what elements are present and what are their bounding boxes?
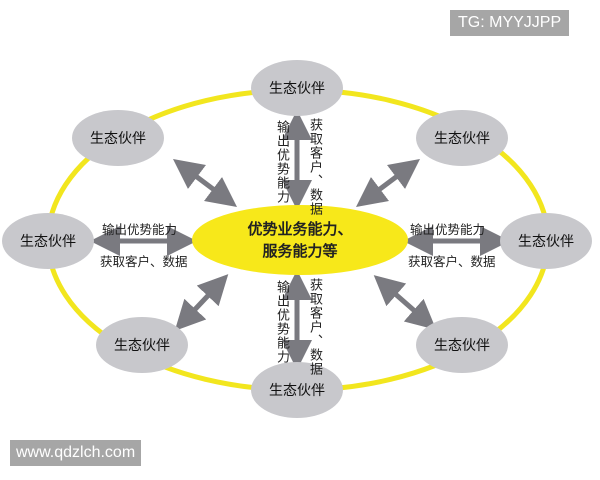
core-label-line1: 优势业务能力、 bbox=[247, 220, 353, 238]
partner-node-bottom-left: 生态伙伴 bbox=[96, 317, 188, 373]
partner-node-bottom-right: 生态伙伴 bbox=[416, 317, 508, 373]
right-flow-in: 获取客户、数据 bbox=[408, 254, 496, 269]
partner-node-left: 生态伙伴 bbox=[2, 213, 94, 269]
partner-label: 生态伙伴 bbox=[114, 338, 170, 354]
core-label-line2: 服务能力等 bbox=[262, 242, 338, 260]
partner-label: 生态伙伴 bbox=[269, 383, 325, 399]
top-flow-out: 输出优势能力 bbox=[274, 120, 289, 204]
partner-label: 生态伙伴 bbox=[434, 338, 490, 354]
partner-node-right: 生态伙伴 bbox=[500, 213, 592, 269]
arrow-top-left bbox=[173, 159, 237, 207]
partner-label: 生态伙伴 bbox=[20, 234, 76, 250]
bottom-flow-out: 输出优势能力 bbox=[274, 280, 289, 364]
top-flow-in: 获取客户、数据 bbox=[307, 118, 322, 216]
watermark-bottom: www.qdzlch.com bbox=[10, 440, 142, 466]
core-capability-node: 优势业务能力、 服务能力等 bbox=[192, 205, 408, 275]
left-flow-in: 获取客户、数据 bbox=[100, 254, 188, 269]
arrow-top-right bbox=[356, 159, 420, 207]
partner-node-bottom: 生态伙伴 bbox=[251, 362, 343, 418]
watermark-top: TG: MYYJJPP bbox=[450, 10, 570, 36]
partner-label: 生态伙伴 bbox=[90, 131, 146, 147]
partner-label: 生态伙伴 bbox=[518, 234, 574, 250]
partner-label: 生态伙伴 bbox=[269, 81, 325, 97]
partner-node-top-left: 生态伙伴 bbox=[72, 110, 164, 166]
right-flow-out: 输出优势能力 bbox=[410, 222, 486, 237]
arrow-bottom-left bbox=[174, 274, 229, 331]
left-flow-out: 输出优势能力 bbox=[102, 222, 178, 237]
partner-node-top: 生态伙伴 bbox=[251, 60, 343, 116]
partner-label: 生态伙伴 bbox=[434, 131, 490, 147]
bottom-flow-in: 获取客户、数据 bbox=[307, 278, 322, 376]
arrow-bottom-right bbox=[373, 275, 437, 330]
partner-node-top-right: 生态伙伴 bbox=[416, 110, 508, 166]
